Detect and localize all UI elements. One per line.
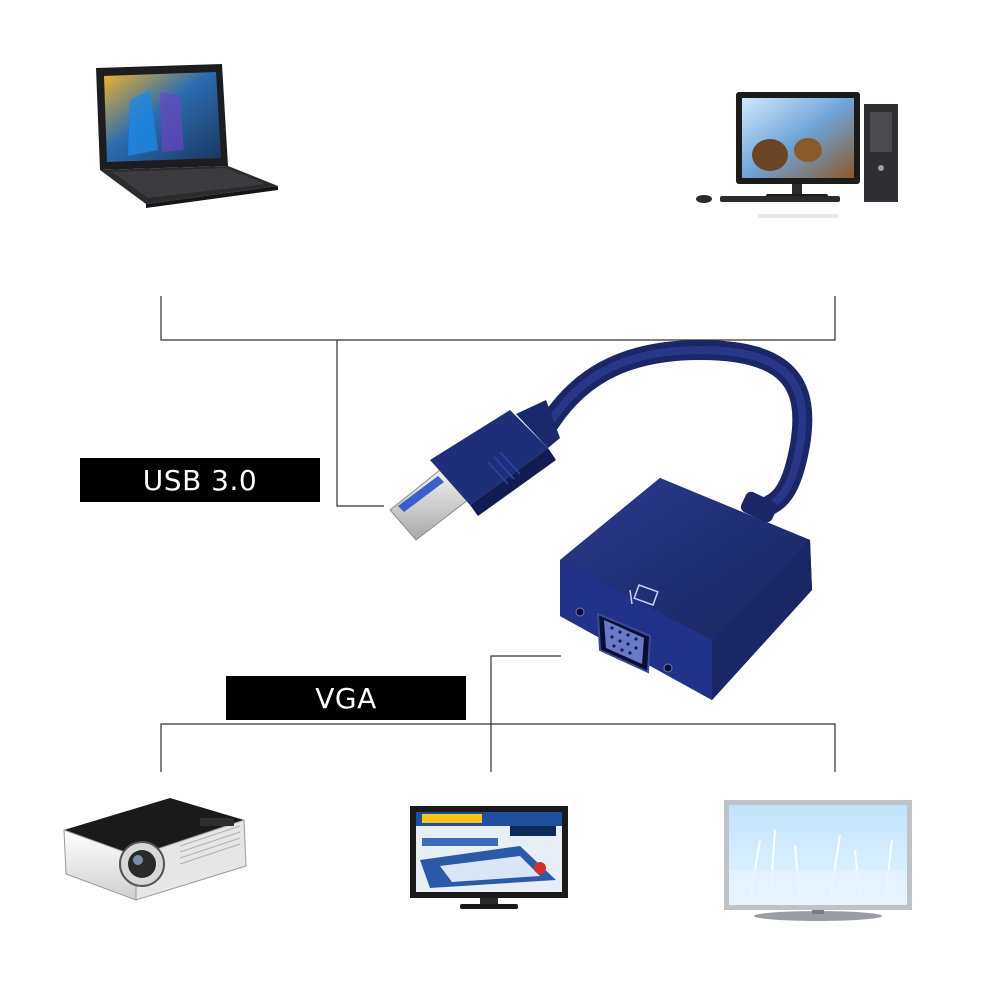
connector-lines-top <box>160 296 836 507</box>
vga-adapter-body <box>560 478 812 700</box>
connector-lines-bottom <box>160 655 836 772</box>
usb-a-plug <box>389 400 560 541</box>
usb-3-0-label: USB 3.0 <box>80 458 320 502</box>
tv-icon <box>724 800 912 921</box>
adapter-cable <box>535 339 813 515</box>
vga-label-text: VGA <box>315 681 377 715</box>
projector-icon <box>63 798 247 901</box>
laptop-icon <box>96 64 278 208</box>
desktop-computer-icon <box>696 92 898 218</box>
monitor-port-icon <box>629 584 659 606</box>
vga-label: VGA <box>226 676 466 720</box>
monitor-icon <box>410 806 568 909</box>
usb-label-text: USB 3.0 <box>142 463 258 497</box>
vga-port <box>575 607 673 674</box>
